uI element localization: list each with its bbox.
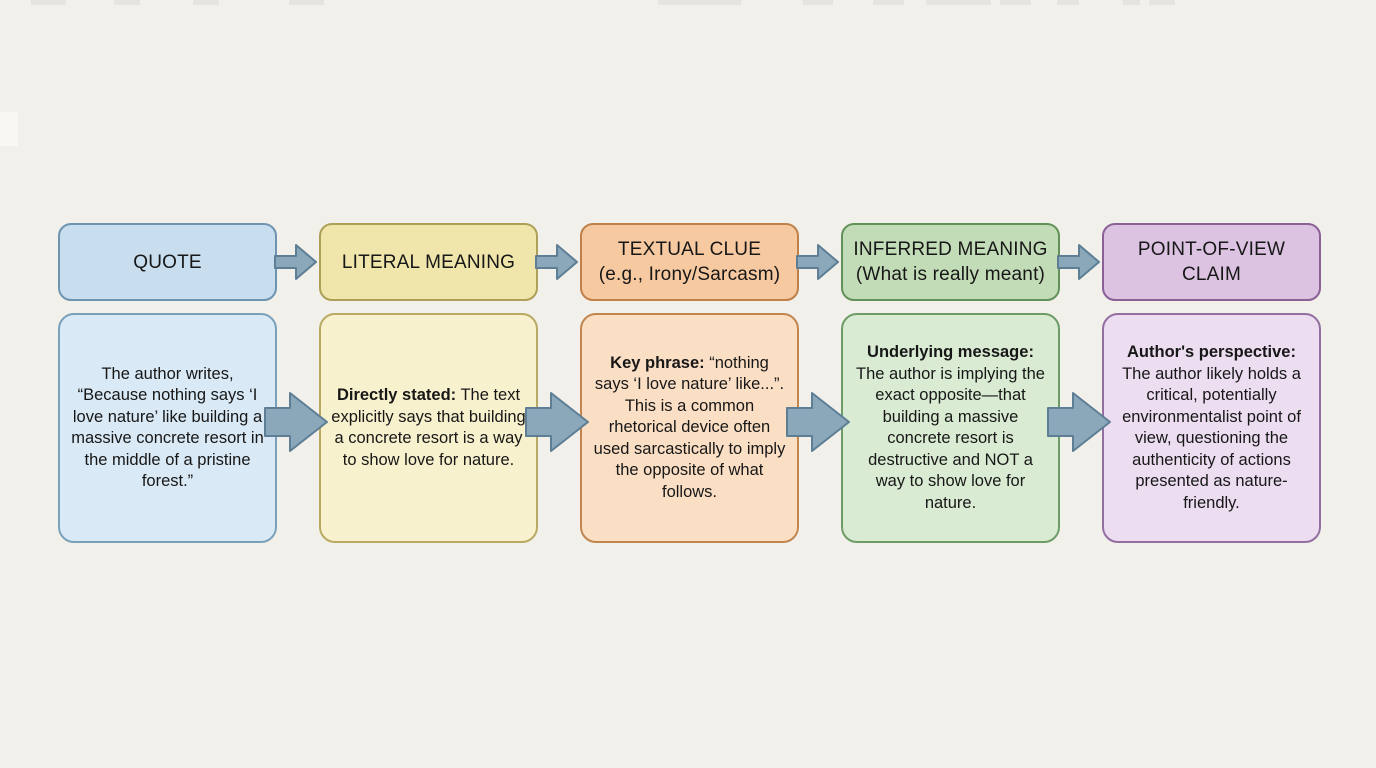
detail-box-inferred-meaning: Underlying message: The author is implyi… <box>841 313 1060 543</box>
right-arrow-icon <box>1057 244 1100 280</box>
top-edge-artifact <box>658 0 741 5</box>
detail-body: The author likely holds a critical, pote… <box>1122 364 1301 512</box>
header-title: LITERAL MEANING <box>341 251 516 273</box>
column-inferred-meaning: INFERRED MEANING (What is really meant) … <box>841 0 1060 600</box>
column-textual-clue: TEXTUAL CLUE (e.g., Irony/Sarcasm) Key p… <box>580 0 799 600</box>
header-box-textual-clue: TEXTUAL CLUE (e.g., Irony/Sarcasm) <box>580 223 799 301</box>
header-box-point-of-view-claim: POINT-OF-VIEW CLAIM <box>1102 223 1321 301</box>
detail-body: The author is implying the exact opposit… <box>856 364 1045 512</box>
top-edge-artifact <box>289 0 324 5</box>
top-edge-artifact <box>193 0 219 5</box>
detail-text: Key phrase: “nothing says ‘I love nature… <box>592 353 787 504</box>
top-edge-artifact <box>1000 0 1031 5</box>
header-title: POINT-OF-VIEW CLAIM <box>1137 239 1286 285</box>
detail-body: The author writes, “Because nothing says… <box>71 364 264 491</box>
column-quote: QUOTE The author writes, “Because nothin… <box>58 0 277 600</box>
detail-lead: Key phrase: <box>610 353 705 372</box>
detail-lead: Directly stated: <box>336 386 457 404</box>
detail-lead: Underlying message: <box>867 343 1034 361</box>
top-edge-artifact <box>114 0 140 5</box>
detail-box-textual-clue: Key phrase: “nothing says ‘I love nature… <box>580 313 799 543</box>
header-title: INFERRED MEANING <box>853 239 1048 260</box>
right-arrow-icon <box>525 392 589 452</box>
left-edge-artifact <box>0 112 18 146</box>
detail-box-quote: The author writes, “Because nothing says… <box>58 313 277 543</box>
header-subtitle: (What is really meant) <box>855 264 1046 285</box>
detail-box-point-of-view-claim: Author's perspective: The author likely … <box>1102 313 1321 543</box>
right-arrow-icon <box>1047 392 1111 452</box>
right-arrow-icon <box>786 392 850 452</box>
top-edge-artifact <box>1149 0 1175 5</box>
top-edge-artifact <box>1123 0 1140 5</box>
detail-text: The author writes, “Because nothing says… <box>70 364 265 493</box>
detail-text: Directly stated: The text explicitly say… <box>331 385 526 471</box>
column-literal-meaning: LITERAL MEANING Directly stated: The tex… <box>319 0 538 600</box>
header-box-quote: QUOTE <box>58 223 277 301</box>
right-arrow-icon <box>796 244 839 280</box>
column-point-of-view-claim: POINT-OF-VIEW CLAIM Author's perspective… <box>1102 0 1321 600</box>
top-edge-artifact <box>31 0 66 5</box>
header-title: QUOTE <box>133 251 202 273</box>
detail-body: The text explicitly says that building a… <box>331 386 526 469</box>
right-arrow-icon <box>274 244 317 280</box>
right-arrow-icon <box>535 244 578 280</box>
top-edge-artifact <box>1057 0 1079 5</box>
header-box-literal-meaning: LITERAL MEANING <box>319 223 538 301</box>
detail-body: “nothing says ‘I love nature’ like...”. … <box>593 353 786 501</box>
detail-text: Author's perspective: The author likely … <box>1114 342 1309 514</box>
header-box-inferred-meaning: INFERRED MEANING (What is really meant) <box>841 223 1060 301</box>
detail-text: Underlying message: The author is implyi… <box>853 342 1048 514</box>
right-arrow-icon <box>264 392 328 452</box>
top-edge-artifact <box>926 0 991 5</box>
detail-lead: Author's perspective: <box>1127 343 1296 361</box>
header-title: TEXTUAL CLUE <box>617 239 762 260</box>
detail-box-literal-meaning: Directly stated: The text explicitly say… <box>319 313 538 543</box>
header-subtitle: (e.g., Irony/Sarcasm) <box>598 264 781 285</box>
top-edge-artifact <box>873 0 904 5</box>
top-edge-artifact <box>803 0 833 5</box>
